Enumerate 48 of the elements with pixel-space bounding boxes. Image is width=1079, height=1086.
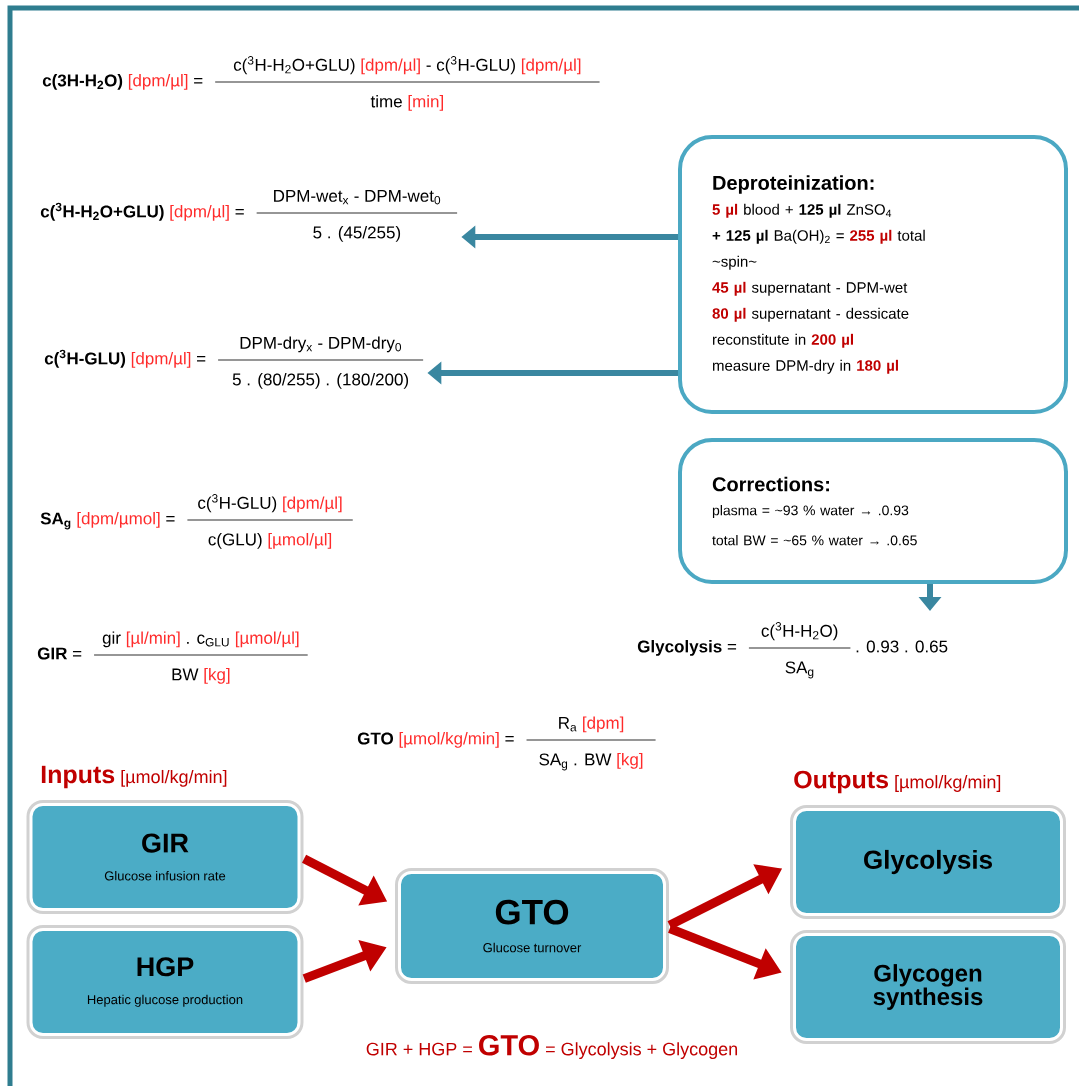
label: gir (102, 631, 121, 648)
process-box: HGP Hepatic glucose production (26, 925, 304, 1039)
process-box: GTO Glucose turnover (395, 868, 669, 984)
label: R$_{a}$ (559, 717, 577, 732)
label: [dpm/µl] (361, 58, 420, 75)
equation: c($^{3}$H-H$_{2}$O+GLU) [dpm/µl] = DPM-wet$_{x}$ - DPM-wet$_{0}$ 5 . (45/255) (40, 190, 458, 242)
label: c($^{3}$H-H$_{2}$O+GLU) (233, 56, 355, 75)
label: c($^{3}$H-GLU) (198, 494, 277, 513)
label: [µmol/µl] (268, 532, 332, 549)
equation: c($^{3}$H-GLU) [dpm/µl] = DPM-dry$_{x}$ - DPM-dry$_{0}$ 5 . (80/255) . (180/200) (44, 336, 424, 389)
equation: Glycolysis = c($^{3}$H-H$_{2}$O) SA$_{g}$ . 0.93 . 0.65 (637, 622, 948, 679)
label: SA$_{g}$ . BW (539, 753, 612, 771)
label: = (194, 77, 203, 84)
rounded-box: Corrections: plasma = ~93 % water → .0.93 total BW = ~65 % water → .0.65 (678, 438, 1068, 584)
label: [dpm/µl] (521, 58, 581, 75)
label: [dpm/µl] (128, 74, 188, 90)
group-heading: Outputs [µmol/kg/min] (794, 770, 1001, 794)
label: [dpm/µl] (283, 496, 342, 513)
label: [µmol/kg/min] (399, 732, 499, 748)
label: time (370, 94, 402, 108)
label: c(3H-H$_{2}$O) (42, 74, 123, 90)
label: = (72, 651, 82, 657)
label: . c$_{GLU}$ (187, 634, 229, 647)
label: BW (172, 668, 199, 681)
process-box: GIR Glucose infusion rate (26, 800, 304, 914)
equation: c(3H-H$_{2}$O) [dpm/µl] = c($^{3}$H-H$_{2}$O+GLU) [dpm/µl] - c($^{3}$H-GLU) [dpm/µl] time [min] (42, 56, 601, 111)
process-box: Glycogen synthesis (790, 930, 1066, 1044)
label: [µl/min] (126, 631, 180, 648)
label: [dpm/µmol] (77, 512, 160, 528)
label: = (505, 736, 514, 742)
label: SA$_{g}$ (40, 512, 71, 530)
group-heading: Inputs [µmol/kg/min] (41, 765, 227, 789)
label: GIR (37, 647, 68, 660)
label: c(GLU) (208, 532, 262, 549)
label: [µmol/µl] (235, 631, 299, 648)
label: - c($^{3}$H-GLU) (426, 56, 515, 75)
label: [kg] (617, 753, 643, 769)
label: GTO (357, 732, 394, 745)
label: [dpm] (583, 716, 624, 733)
label: = (166, 516, 175, 522)
label: [min] (408, 94, 443, 111)
equation: GIR + HGP = GTO = Glycolysis + Glycogen (366, 1035, 737, 1059)
equation: GIR = gir [µl/min] . c$_{GLU}$ [µmol/µl] BW [kg] (37, 631, 309, 684)
equation: SA$_{g}$ [dpm/µmol] = c($^{3}$H-GLU) [dpm/µl] c(GLU) [µmol/µl] (40, 494, 354, 549)
label: [kg] (204, 668, 230, 684)
rounded-box: Deproteinization: 5 µl blood + 125 µl ZnSO$_{4}$ + 125 µl Ba(OH)$_{2}$ = 255 µl total ~spin~ 45 µl supernatant - DPM-wet 80 µl supernatant - dessicate reconstitute in 200 µl measure DPM-dry in 180 µl (678, 135, 1068, 414)
equation: GTO [µmol/kg/min] = R$_{a}$ [dpm] SA$_{g}$ . BW [kg] (357, 716, 657, 771)
process-box: Glycolysis (790, 805, 1066, 919)
